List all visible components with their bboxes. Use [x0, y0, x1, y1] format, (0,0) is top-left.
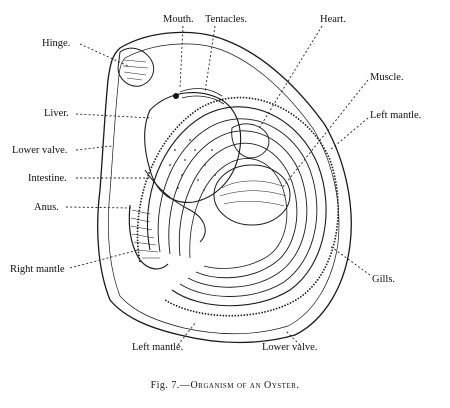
figure-caption: Fig. 7.—Organism of an Oyster. [0, 380, 450, 391]
heart-shape [231, 123, 270, 159]
label-left-mantle-bottom: Left mantle. [132, 342, 183, 353]
leader-lines [65, 25, 371, 346]
caption-title: Organism of an Oyster. [190, 380, 300, 391]
liver-shape [144, 92, 242, 203]
mouth-dot [173, 93, 179, 99]
label-gills: Gills. [372, 274, 395, 285]
label-lower-valve-bottom: Lower valve. [262, 342, 317, 353]
tentacle-lines [179, 88, 225, 105]
intestine-shape [144, 169, 206, 243]
label-right-mantle: Right mantle [10, 264, 65, 275]
hinge-lines [122, 59, 149, 81]
label-liver: Liver. [44, 108, 69, 119]
label-anus: Anus. [34, 202, 59, 213]
label-tentacles: Tentacles. [205, 14, 247, 25]
label-muscle: Muscle. [370, 72, 404, 83]
muscle-lines [219, 180, 287, 207]
label-lower-valve-left: Lower valve. [12, 145, 67, 156]
caption-prefix: Fig. 7.— [150, 380, 191, 391]
label-heart: Heart. [320, 14, 346, 25]
shell-inner [107, 43, 340, 335]
label-intestine: Intestine. [28, 173, 67, 184]
right-mantle-frill [130, 209, 160, 259]
label-hinge: Hinge. [42, 38, 70, 49]
muscle-shape [213, 164, 291, 226]
gill-bands [136, 96, 339, 317]
label-left-mantle-top: Left mantle. [370, 110, 421, 121]
shell-outline [97, 31, 352, 344]
liver-stipple [169, 139, 216, 191]
hinge-shape [117, 47, 155, 87]
label-mouth: Mouth. [163, 14, 194, 25]
right-mantle-edge [128, 204, 169, 270]
